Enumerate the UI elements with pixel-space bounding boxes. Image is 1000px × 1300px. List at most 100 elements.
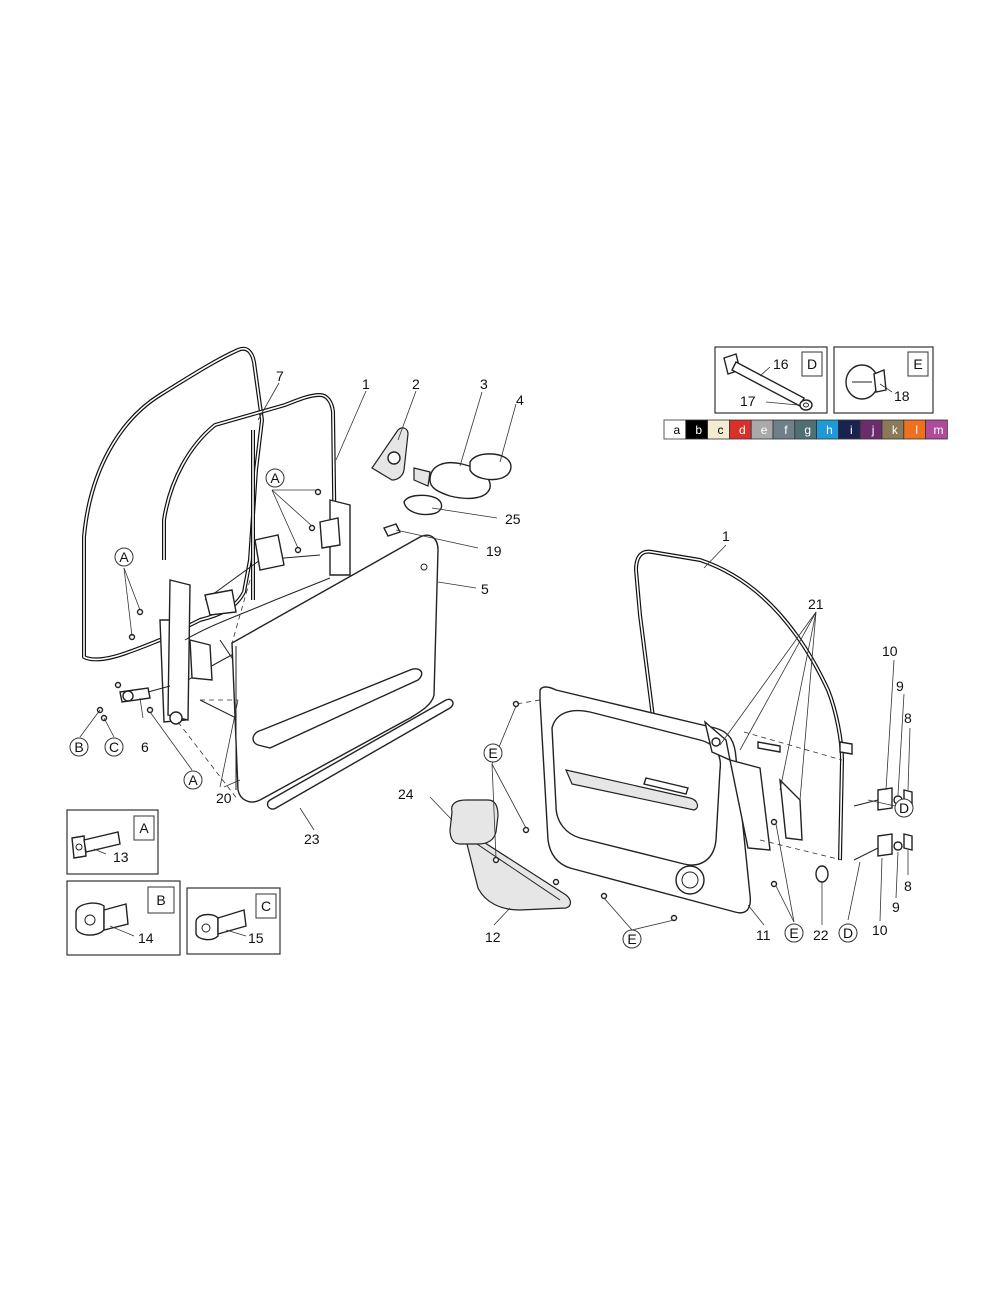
window-frame-part-1-right — [634, 549, 844, 861]
callout-25: 25 — [505, 511, 521, 527]
legend-swatch-c: c — [707, 419, 730, 440]
callout-24: 24 — [398, 786, 414, 802]
brackets-part-21 — [757, 741, 853, 841]
detail-box-d: D 16 17 — [714, 346, 828, 414]
ref-circle-b: B — [69, 737, 89, 757]
assembly-guide-lines — [177, 579, 843, 861]
callout-8-lower: 8 — [904, 878, 912, 894]
callout-7: 7 — [276, 368, 284, 384]
door-seal-part-7 — [82, 346, 264, 662]
legend-code-l: l — [915, 423, 918, 437]
svg-text:D: D — [843, 925, 853, 941]
callout-11: 11 — [756, 927, 771, 943]
callout-9-lower: 9 — [892, 899, 900, 915]
detail-box-a: A 13 — [66, 809, 159, 875]
legend-code-g: g — [804, 423, 811, 437]
callout-1-right: 1 — [722, 528, 730, 544]
mirror-cover-part-2 — [371, 427, 409, 481]
legend-code-i: i — [850, 423, 853, 437]
svg-text:16: 16 — [773, 356, 789, 372]
svg-text:E: E — [488, 745, 497, 761]
svg-text:D: D — [807, 356, 817, 372]
legend-swatch-d: d — [729, 419, 752, 440]
hinge-lower-parts-8-9-10 — [853, 833, 913, 861]
callout-9-upper: 9 — [896, 678, 904, 694]
detail-box-b: B 14 — [66, 880, 181, 956]
detail-box-e: E 18 — [833, 346, 934, 414]
mirror-gasket-part-25 — [403, 494, 443, 516]
legend-code-m: m — [934, 423, 944, 437]
ref-circle-e-bottom: E — [622, 929, 642, 949]
legend-swatch-i: i — [838, 419, 861, 440]
legend-code-k: k — [892, 423, 899, 437]
callout-19: 19 — [486, 543, 502, 559]
window-frame-part-1-left — [162, 393, 337, 600]
ref-circle-c: C — [104, 737, 124, 757]
callout-10-lower: 10 — [872, 922, 888, 938]
svg-text:18: 18 — [894, 388, 910, 404]
door-inner-panel-part-11 — [539, 686, 771, 914]
callout-labels: 7 1 2 3 4 25 19 5 6 20 23 1 21 10 9 8 24… — [141, 368, 912, 945]
pad-part-24 — [449, 799, 499, 845]
callout-12: 12 — [485, 929, 501, 945]
callout-4: 4 — [516, 392, 524, 408]
svg-text:A: A — [139, 820, 149, 836]
svg-text:13: 13 — [113, 849, 129, 865]
legend-code-j: j — [871, 423, 875, 437]
reference-circles: A A B C A E E E — [69, 468, 914, 949]
legend-code-b: b — [695, 423, 702, 437]
leader-lines — [79, 382, 911, 931]
callout-23: 23 — [304, 831, 320, 847]
legend-swatch-a: a — [663, 419, 687, 440]
ref-circle-e-right: E — [784, 923, 804, 943]
svg-text:A: A — [119, 549, 129, 565]
legend-code-a: a — [674, 423, 681, 437]
ref-circle-a-top: A — [265, 468, 285, 488]
svg-text:C: C — [109, 739, 119, 755]
svg-text:D: D — [899, 800, 909, 816]
legend-swatch-h: h — [816, 419, 839, 440]
ref-circle-d-upper: D — [894, 798, 914, 818]
svg-text:C: C — [261, 898, 271, 914]
detail-box-c: C 15 — [186, 887, 281, 955]
bolt-icon-14 — [75, 902, 129, 936]
legend-code-f: f — [784, 423, 788, 437]
legend-swatch-m: m — [925, 419, 948, 440]
legend-swatch-j: j — [859, 419, 883, 440]
bolt-icon-15 — [195, 909, 247, 941]
svg-text:E: E — [913, 356, 922, 372]
legend-code-e: e — [761, 423, 768, 437]
legend-code-c: c — [718, 423, 724, 437]
callout-2: 2 — [412, 376, 420, 392]
check-strap-part-6 — [119, 685, 171, 703]
svg-text:A: A — [270, 470, 280, 486]
clip-part-19 — [383, 523, 401, 537]
callout-1-left: 1 — [362, 376, 370, 392]
door-pocket-part-12 — [465, 831, 572, 911]
svg-text:A: A — [188, 772, 198, 788]
callout-20: 20 — [216, 790, 232, 806]
callout-6: 6 — [141, 739, 149, 755]
ref-circle-a-left: A — [114, 547, 134, 567]
callout-5: 5 — [481, 581, 489, 597]
legend-swatch-b: b — [685, 419, 708, 440]
svg-text:E: E — [627, 931, 636, 947]
svg-text:B: B — [156, 892, 165, 908]
door-inner-mechanism — [159, 499, 351, 726]
callout-21: 21 — [808, 596, 824, 612]
callout-8-upper: 8 — [904, 710, 912, 726]
screws-right — [492, 700, 778, 922]
legend-code-h: h — [826, 423, 833, 437]
callout-10-upper: 10 — [882, 643, 898, 659]
svg-text:14: 14 — [138, 930, 154, 946]
ref-circle-e-left: E — [483, 743, 503, 763]
legend-code-d: d — [739, 423, 746, 437]
legend-swatch-e: e — [750, 419, 774, 440]
ref-circle-d-lower: D — [838, 923, 858, 943]
svg-text:B: B — [74, 739, 83, 755]
svg-text:E: E — [789, 925, 798, 941]
legend-swatch-f: f — [772, 419, 796, 440]
door-outer-panel-part-5 — [231, 534, 439, 803]
